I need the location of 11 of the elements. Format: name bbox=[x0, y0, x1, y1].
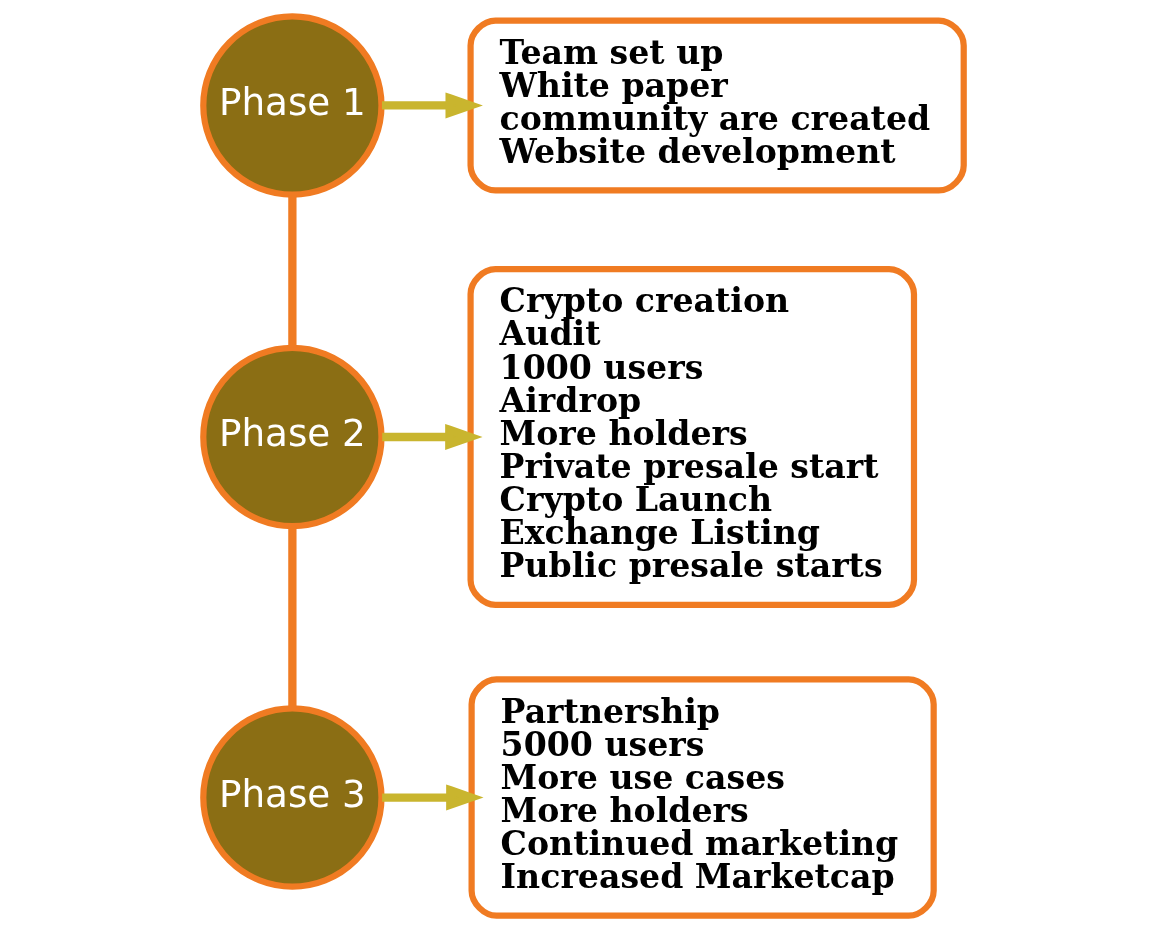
node-box: Partnership 5000 users More use cases More holders Continued marketing Increased Marketcap bbox=[468, 676, 937, 919]
arrow bbox=[382, 92, 483, 119]
node-circle: Phase 2 bbox=[200, 344, 385, 530]
node-box: Team set up White paper community are created Website development bbox=[467, 17, 967, 194]
node-box: Crypto creation Audit 1000 users Airdrop More holders Private presale start Crypto Launch Exchange Listing Public presale starts bbox=[467, 266, 918, 608]
node-circle: Phase 3 bbox=[200, 705, 385, 890]
arrow bbox=[382, 423, 483, 451]
node-circle: Phase 1 bbox=[200, 13, 385, 198]
connector bbox=[288, 526, 297, 708]
arrow bbox=[382, 784, 484, 811]
connector bbox=[288, 195, 297, 348]
